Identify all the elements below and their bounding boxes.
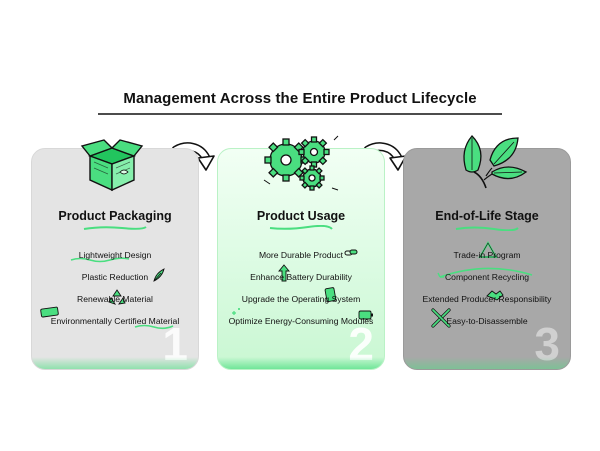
panel-glow	[218, 357, 384, 369]
tools-icon	[431, 308, 451, 328]
chain-link-icon	[344, 249, 358, 256]
squiggle-icon	[134, 324, 174, 330]
list-item: Environmentally Certified Material	[32, 306, 198, 337]
list-item: Easy-to-Disassemble	[404, 308, 570, 337]
stage-title: End-of-Life Stage	[435, 209, 539, 223]
stage-card-product-usage: Product Usage More Durable Product Enhan…	[217, 148, 385, 370]
stage-number: 3	[534, 318, 560, 370]
list-item: Upgrade the Operating System	[218, 287, 384, 315]
recycle-icon	[108, 289, 126, 305]
eco-tag-icon	[40, 306, 59, 318]
list-item: Extended Producer Responsibility	[404, 290, 570, 315]
list-item: Trade-in Program	[404, 241, 570, 271]
stage-card-end-of-life: End-of-Life Stage Trade-in Program Compo…	[403, 148, 571, 370]
stage-title: Product Packaging	[58, 209, 172, 223]
list-item: Optimize Energy-Consuming Modules	[218, 308, 384, 337]
stage-underline	[83, 226, 147, 230]
list-item: Enhance Battery Durability	[218, 264, 384, 293]
list-item: Component Recycling	[404, 267, 570, 293]
title-underline	[98, 113, 502, 115]
leaves-icon	[463, 135, 528, 189]
sparkle-icon	[232, 308, 240, 315]
box-icon	[80, 139, 144, 192]
list-item: Plastic Reduction	[32, 268, 198, 293]
panel-glow	[32, 357, 198, 369]
panel-glow	[404, 357, 570, 369]
handshake-icon	[486, 290, 504, 301]
up-arrow-icon	[278, 264, 290, 282]
stage-title: Product Usage	[256, 209, 346, 223]
squiggle-icon	[70, 257, 130, 263]
list-item: More Durable Product	[218, 249, 384, 271]
device-icon	[324, 287, 337, 302]
gears-icon	[263, 135, 339, 191]
page-title: Management Across the Entire Product Lif…	[123, 90, 477, 107]
list-item: Renewable Material	[32, 289, 198, 315]
stage-underline	[269, 225, 333, 230]
stage-items: Trade-in Program Component Recycling Ext…	[404, 241, 570, 337]
stage-underline	[455, 226, 519, 231]
battery-icon	[358, 310, 373, 320]
leaf-sprout-icon	[153, 268, 165, 282]
cycle-arrows-icon	[437, 267, 533, 278]
list-item: Lightweight Design	[32, 249, 198, 271]
stage-items: More Durable Product Enhance Battery Dur…	[218, 249, 384, 337]
recycle-triangle-icon	[478, 241, 498, 258]
stage-items: Lightweight Design Plastic Reduction Ren…	[32, 249, 198, 337]
